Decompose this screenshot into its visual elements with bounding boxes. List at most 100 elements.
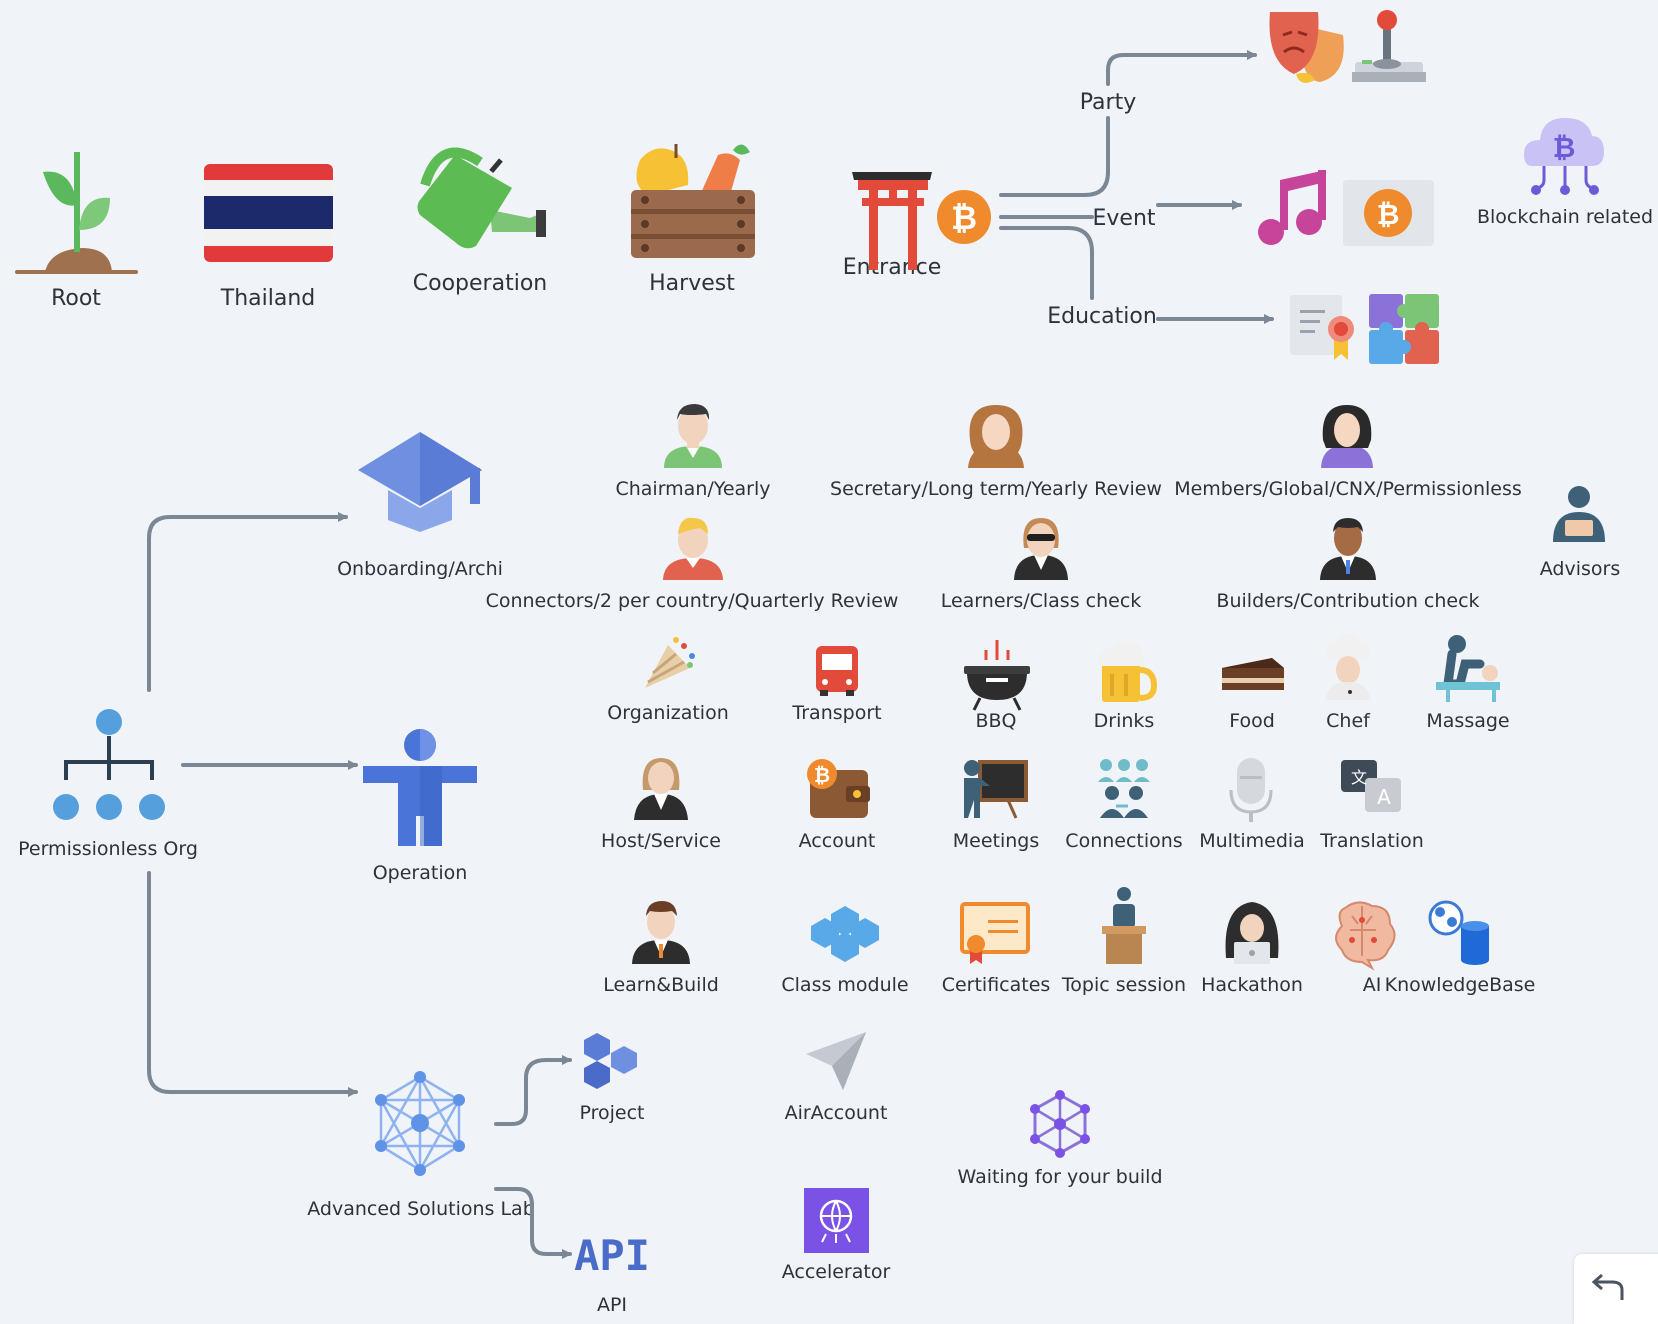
paper-plane-icon bbox=[806, 1032, 866, 1090]
drinks-label: Drinks bbox=[1093, 710, 1155, 732]
bus-icon bbox=[816, 646, 858, 696]
watering-can-icon bbox=[417, 147, 546, 249]
accelerator-label: Accelerator bbox=[781, 1261, 891, 1283]
certificate-doc-icon bbox=[1290, 295, 1354, 360]
hackathon-hacker-icon bbox=[1225, 902, 1279, 964]
bbq-grill-icon bbox=[964, 640, 1030, 711]
chairman-avatar-icon bbox=[664, 404, 722, 468]
accelerator-icon bbox=[804, 1188, 869, 1253]
chairman-label: Chairman/Yearly bbox=[615, 478, 771, 500]
class-module-label: Class module bbox=[781, 974, 909, 996]
multimedia-label: Multimedia bbox=[1199, 830, 1305, 852]
org-chart-icon bbox=[53, 709, 165, 820]
connector-asl-api bbox=[494, 1187, 572, 1259]
food-label: Food bbox=[1229, 710, 1275, 732]
organization-label: Organization bbox=[607, 702, 729, 724]
cubes-icon bbox=[811, 906, 879, 962]
certificate-icon bbox=[960, 902, 1030, 964]
connections-label: Connections bbox=[1065, 830, 1183, 852]
beer-mug-icon bbox=[1098, 640, 1158, 702]
advisors-avatar-icon bbox=[1553, 486, 1605, 542]
learners-avatar-icon bbox=[1014, 518, 1068, 580]
music-note-icon bbox=[1258, 170, 1326, 245]
members-avatar-icon bbox=[1321, 405, 1373, 468]
blockchain-cloud-icon: ₿ bbox=[1524, 118, 1604, 195]
operation-person-icon bbox=[363, 729, 477, 846]
microphone-icon bbox=[1229, 758, 1273, 822]
svg-text:₿: ₿ bbox=[951, 199, 977, 237]
svg-text:₿: ₿ bbox=[814, 763, 830, 787]
brain-icon bbox=[1335, 901, 1396, 971]
theater-masks-icon bbox=[1269, 12, 1344, 83]
onboarding-label: Onboarding/Archi bbox=[337, 558, 503, 580]
chef-icon bbox=[1326, 634, 1370, 700]
undo-button[interactable] bbox=[1574, 1254, 1658, 1324]
asl-label: Advanced Solutions Lab bbox=[307, 1198, 535, 1220]
builders-avatar-icon bbox=[1320, 518, 1376, 580]
thailand-label: Thailand bbox=[220, 286, 316, 311]
svg-text:API: API bbox=[574, 1231, 650, 1280]
svg-text:₿: ₿ bbox=[1377, 198, 1400, 231]
harvest-label: Harvest bbox=[649, 271, 735, 296]
chef-label: Chef bbox=[1326, 710, 1370, 732]
party-popper-icon bbox=[645, 637, 695, 688]
sprout-icon bbox=[15, 152, 138, 274]
connector-org-onboarding bbox=[147, 512, 348, 692]
svg-text:A: A bbox=[1377, 785, 1391, 809]
api-label: API bbox=[596, 1294, 628, 1316]
thailand-flag-icon bbox=[204, 164, 333, 262]
permissionless-org-label: Permissionless Org bbox=[18, 838, 198, 860]
joystick-icon bbox=[1352, 10, 1426, 82]
advanced-solutions-lab-icon bbox=[375, 1071, 465, 1176]
api-icon: API bbox=[574, 1231, 650, 1280]
massage-icon bbox=[1436, 635, 1500, 702]
host-label: Host/Service bbox=[601, 830, 721, 852]
education-label: Education bbox=[1047, 304, 1157, 329]
connector-org-asl bbox=[147, 871, 358, 1097]
root-label: Root bbox=[51, 286, 101, 311]
airaccount-label: AirAccount bbox=[784, 1102, 888, 1124]
party-label: Party bbox=[1079, 90, 1137, 115]
hackathon-label: Hackathon bbox=[1201, 974, 1303, 996]
event-label: Event bbox=[1092, 206, 1156, 231]
cake-icon bbox=[1222, 658, 1284, 690]
waiting-build-label: Waiting for your build bbox=[957, 1166, 1163, 1188]
meeting-board-icon bbox=[964, 760, 1028, 819]
advisors-label: Advisors bbox=[1539, 558, 1621, 580]
learnbuild-label: Learn&Build bbox=[603, 974, 719, 996]
podium-speaker-icon bbox=[1102, 887, 1146, 964]
operation-label: Operation bbox=[372, 862, 468, 884]
learnbuild-avatar-icon bbox=[632, 901, 690, 964]
host-avatar-icon bbox=[634, 758, 688, 820]
connector-entrance-party bbox=[999, 116, 1110, 197]
translation-label: Translation bbox=[1320, 830, 1424, 852]
connections-icon bbox=[1098, 759, 1150, 818]
knowledgebase-label: KnowledgeBase bbox=[1384, 974, 1536, 996]
puzzle-icon bbox=[1369, 294, 1439, 364]
translation-icon: 文 A bbox=[1341, 760, 1401, 812]
cooperation-label: Cooperation bbox=[412, 271, 548, 296]
bitcoin-card-icon: ₿ bbox=[1343, 180, 1434, 246]
blockchain-label: Blockchain related bbox=[1476, 206, 1654, 228]
project-label: Project bbox=[579, 1102, 645, 1124]
project-hexagons-icon bbox=[584, 1033, 637, 1089]
members-label: Members/Global/CNX/Permissionless bbox=[1174, 478, 1522, 500]
certificates-label: Certificates bbox=[941, 974, 1051, 996]
knowledge-base-icon bbox=[1428, 900, 1489, 965]
connectors-avatar-icon bbox=[663, 517, 723, 580]
bbq-label: BBQ bbox=[975, 710, 1017, 732]
undo-icon[interactable] bbox=[1591, 1273, 1624, 1300]
connector-entrance-education bbox=[999, 226, 1094, 300]
graduation-cap-icon bbox=[358, 432, 482, 532]
learners-label: Learners/Class check bbox=[940, 590, 1142, 612]
bitcoin-icon: ₿ bbox=[937, 190, 991, 244]
svg-text:₿: ₿ bbox=[1553, 131, 1576, 164]
transport-label: Transport bbox=[792, 702, 882, 724]
topic-session-label: Topic session bbox=[1061, 974, 1187, 996]
svg-text:文: 文 bbox=[1351, 768, 1367, 787]
harvest-crate-icon bbox=[631, 144, 755, 258]
waiting-build-icon bbox=[1030, 1090, 1090, 1158]
ai-label: AI bbox=[1362, 974, 1382, 996]
torii-gate-icon bbox=[852, 172, 932, 270]
